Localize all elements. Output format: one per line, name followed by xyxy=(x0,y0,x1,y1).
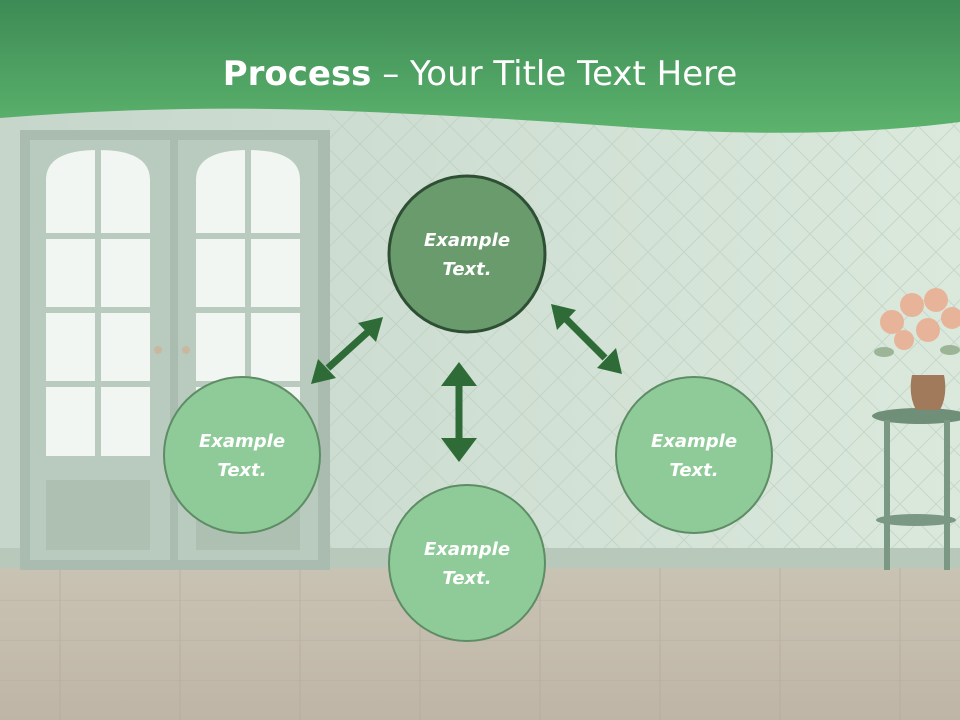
arrowhead xyxy=(597,348,622,374)
arrowhead xyxy=(551,304,576,330)
node-bottom[interactable] xyxy=(388,484,546,642)
arrowhead xyxy=(441,438,477,462)
arrowhead xyxy=(311,359,336,384)
arrowhead xyxy=(358,317,383,342)
arrow-top-left xyxy=(325,327,373,371)
arrow-top-right xyxy=(562,315,608,361)
connector-arrows xyxy=(325,315,608,448)
arrowhead xyxy=(441,362,477,386)
title-rest: – Your Title Text Here xyxy=(371,54,738,94)
french-door xyxy=(20,130,330,570)
flower-table xyxy=(872,288,960,570)
title-banner xyxy=(0,0,960,133)
arrow-heads xyxy=(311,304,622,462)
node-left[interactable] xyxy=(163,376,321,534)
title-bold: Process xyxy=(222,54,372,94)
node-top[interactable] xyxy=(387,174,547,334)
node-right[interactable] xyxy=(615,376,773,534)
page-title: Process – Your Title Text Here xyxy=(0,52,960,96)
